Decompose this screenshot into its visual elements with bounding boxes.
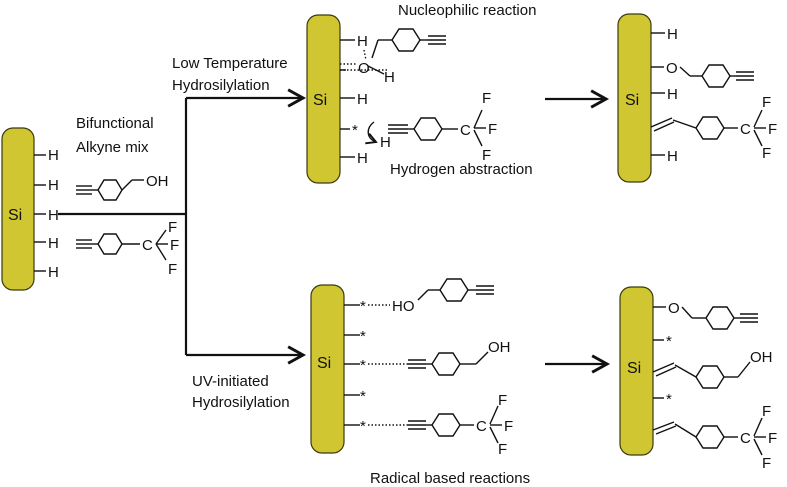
- svg-text:F: F: [504, 418, 513, 435]
- svg-text:Si: Si: [627, 360, 641, 377]
- si-bar-top-product: [617, 13, 652, 183]
- svg-text:H: H: [48, 177, 59, 194]
- svg-text:H: H: [384, 69, 395, 86]
- svg-text:C: C: [142, 237, 153, 254]
- uv-line2: Hydrosilylation: [192, 394, 290, 411]
- top-intermediate-surface: Si H O H H * H C F: [306, 14, 497, 184]
- radical-label: Radical based reactions: [370, 470, 530, 487]
- low-temp-line2: Hydrosilylation: [172, 77, 270, 94]
- start-reagent-line1: Bifunctional: [76, 115, 154, 132]
- branch-arrows: [58, 88, 307, 365]
- svg-text:H: H: [667, 86, 678, 103]
- svg-text:C: C: [740, 121, 751, 138]
- svg-text:H: H: [48, 264, 59, 281]
- svg-text:F: F: [768, 121, 777, 138]
- nucleophilic-label: Nucleophilic reaction: [398, 2, 536, 19]
- svg-text:F: F: [482, 147, 491, 164]
- si-bar-start: [1, 127, 35, 291]
- svg-text:F: F: [762, 455, 771, 472]
- svg-text:Si: Si: [313, 92, 327, 109]
- svg-text:H: H: [357, 91, 368, 108]
- alkyne-trifluoromethyl: C F F F: [76, 219, 179, 278]
- low-temp-line1: Low Temperature: [172, 55, 288, 72]
- svg-text:O: O: [358, 60, 370, 77]
- svg-text:OH: OH: [146, 173, 169, 190]
- svg-text:F: F: [762, 94, 771, 111]
- svg-text:F: F: [768, 430, 777, 447]
- svg-text:H: H: [48, 235, 59, 252]
- svg-text:Si: Si: [317, 355, 331, 372]
- si-label-start: Si: [8, 207, 22, 224]
- svg-text:O: O: [668, 300, 680, 317]
- svg-text:C: C: [460, 122, 471, 139]
- svg-text:*: *: [360, 298, 366, 315]
- h-abstraction-label: Hydrogen abstraction: [390, 161, 533, 178]
- si-bar-top-intermediate: [306, 14, 341, 184]
- svg-text:H: H: [667, 26, 678, 43]
- svg-text:H: H: [48, 147, 59, 164]
- svg-text:C: C: [476, 418, 487, 435]
- svg-text:*: *: [360, 357, 366, 374]
- svg-text:H: H: [357, 150, 368, 167]
- start-surface: Si H H H H H: [1, 127, 59, 291]
- uv-line1: UV-initiated: [192, 373, 269, 390]
- svg-text:*: *: [352, 122, 358, 139]
- svg-text:F: F: [168, 261, 177, 278]
- svg-text:*: *: [666, 391, 672, 408]
- svg-text:OH: OH: [488, 339, 511, 356]
- svg-text:*: *: [360, 328, 366, 345]
- svg-text:F: F: [762, 145, 771, 162]
- svg-text:*: *: [360, 388, 366, 405]
- svg-text:Si: Si: [625, 92, 639, 109]
- svg-text:*: *: [360, 418, 366, 435]
- top-product-surface: Si H O H C F F F H: [617, 13, 777, 183]
- svg-text:F: F: [170, 237, 179, 254]
- svg-text:F: F: [168, 219, 177, 236]
- svg-text:HO: HO: [392, 298, 415, 315]
- svg-text:H: H: [667, 148, 678, 165]
- svg-text:H: H: [48, 207, 59, 224]
- svg-text:*: *: [666, 333, 672, 350]
- bottom-product-surface: Si O * OH * C F F F: [619, 286, 777, 472]
- svg-text:H: H: [380, 134, 391, 151]
- svg-text:F: F: [498, 392, 507, 409]
- svg-text:C: C: [740, 430, 751, 447]
- svg-text:O: O: [666, 60, 678, 77]
- svg-text:OH: OH: [750, 349, 773, 366]
- svg-text:H: H: [357, 33, 368, 50]
- svg-text:F: F: [762, 403, 771, 420]
- svg-text:F: F: [482, 90, 491, 107]
- svg-text:F: F: [488, 121, 497, 138]
- start-reagent-line2: Alkyne mix: [76, 139, 149, 156]
- si-bar-bottom-product: [619, 286, 654, 456]
- alkyne-benzyl-alcohol: OH: [76, 173, 169, 201]
- svg-text:F: F: [498, 441, 507, 458]
- bottom-intermediate-surface: Si * HO * * OH * *: [310, 278, 513, 458]
- si-bar-bottom-intermediate: [310, 284, 345, 454]
